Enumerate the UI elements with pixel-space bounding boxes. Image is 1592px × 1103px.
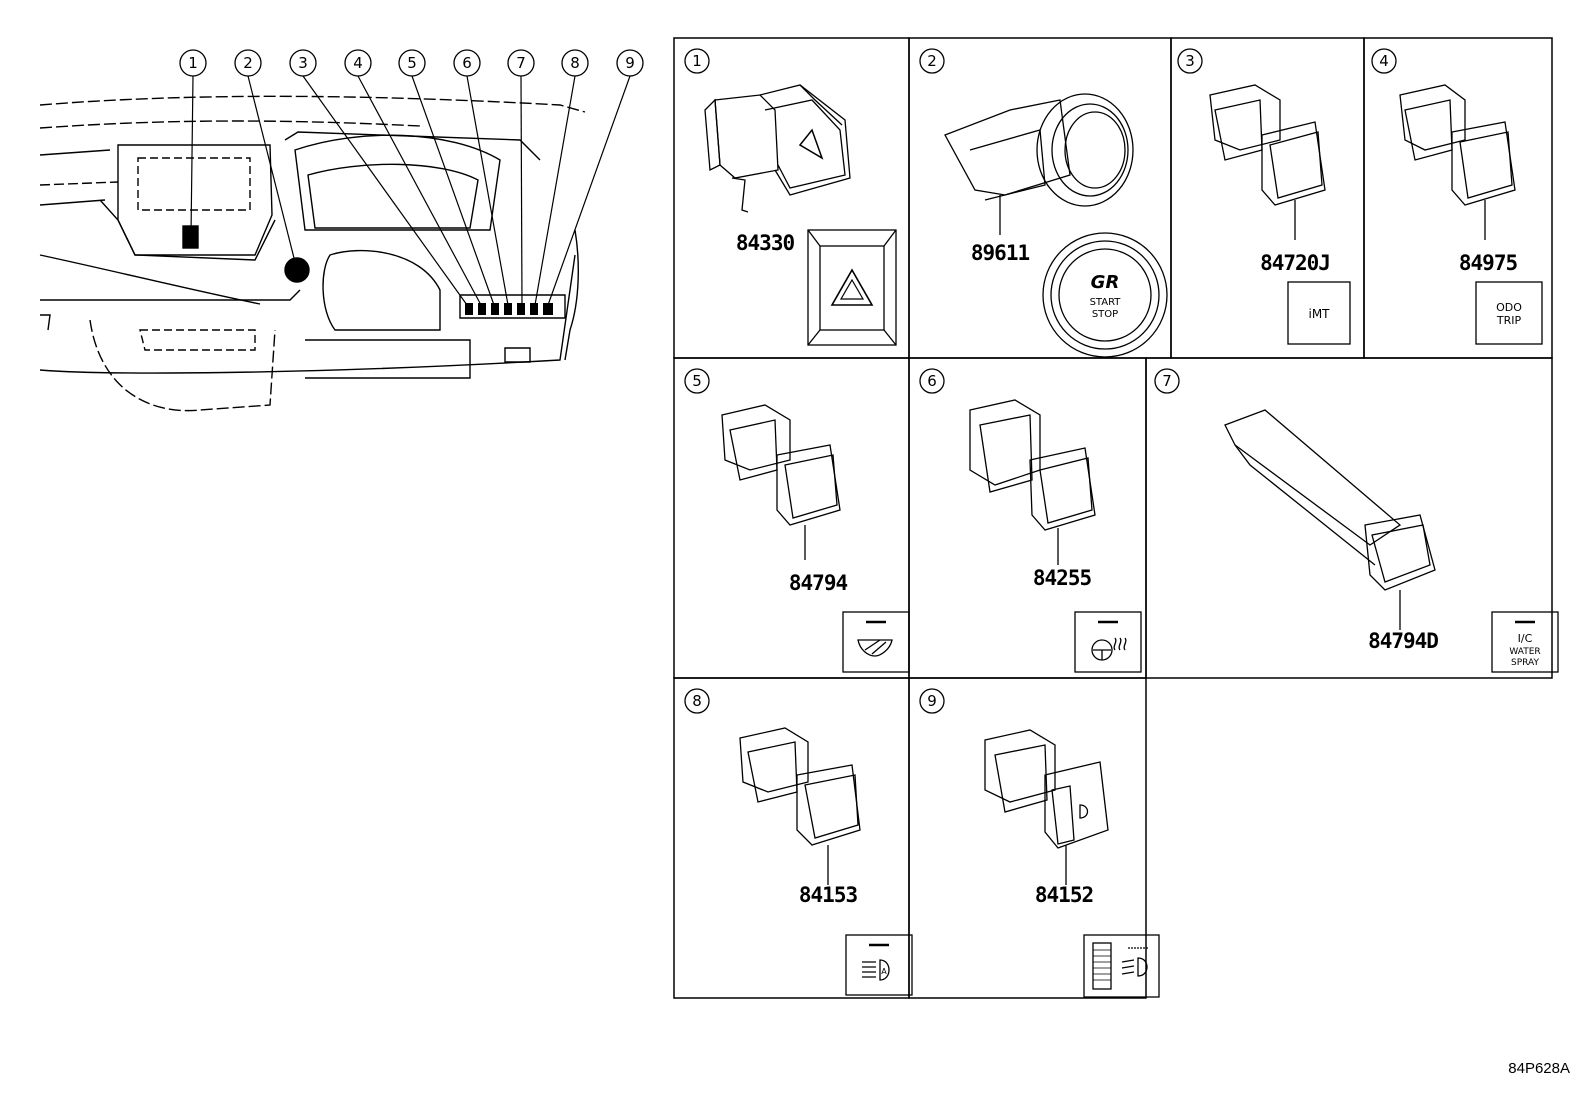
callout-leaders [190,75,631,306]
part-number-2: 89611 [971,241,1030,265]
panel-number-9: 9 [919,688,945,714]
spray-label: SPRAY [1511,658,1539,668]
panel-number-5: 5 [684,368,710,394]
callout-2: 2 [234,49,262,77]
part-number-1: 84330 [736,231,795,255]
panel-number-label: 9 [927,692,937,710]
panel-number-label: 8 [692,692,702,710]
stop-label: STOP [1092,309,1118,320]
callout-9: 9 [616,49,644,77]
part-number-9: 84152 [1035,883,1093,907]
callout-6: 6 [453,49,481,77]
callout-label: 2 [243,54,253,72]
callout-label: 7 [516,54,526,72]
part-number-6: 84255 [1033,566,1092,590]
panel-number-label: 2 [927,52,937,70]
water-label: WATER [1509,647,1540,657]
steering-heater-switch-drawing [969,399,1142,673]
panel-numbers: 1 2 3 4 5 6 7 8 9 [684,48,1397,714]
part-number-3: 84720J [1260,251,1330,275]
panel-number-7: 7 [1154,368,1180,394]
ic-label: I/C [1518,632,1533,645]
ic-spray-switch-drawing [1224,409,1559,673]
dashboard-overview [39,95,586,412]
callout-4: 4 [344,49,372,77]
panel-number-label: 3 [1185,52,1195,70]
panel-number-1: 1 [684,48,710,74]
panel-number-label: 4 [1379,52,1389,70]
callout-numbers: 1 2 3 4 5 6 7 8 9 [179,49,644,77]
gr-logo: GR [1091,272,1120,293]
callout-8: 8 [561,49,589,77]
panel-number-8: 8 [684,688,710,714]
callout-7: 7 [507,49,535,77]
hazard-switch-drawing [704,84,897,346]
callout-label: 3 [298,54,308,72]
wiper-deicer-switch-drawing [721,404,910,673]
callout-5: 5 [398,49,426,77]
callout-label: 1 [188,54,198,72]
callout-label: 8 [570,54,580,72]
start-button-drawing [944,93,1168,358]
part-number-8: 84153 [799,883,858,907]
part-number-7: 84794D [1368,629,1438,653]
callout-label: 4 [353,54,363,72]
callout-1: 1 [179,49,207,77]
part-number-5: 84794 [789,571,848,595]
callout-label: 9 [625,54,635,72]
part-number-4: 84975 [1459,251,1518,275]
odo-label: ODO [1496,301,1522,314]
callout-label: 5 [407,54,417,72]
imt-label: iMT [1308,307,1330,321]
imt-switch-drawing [1209,84,1351,345]
callout-3: 3 [289,49,317,77]
panel-number-label: 5 [692,372,702,390]
panel-number-6: 6 [919,368,945,394]
headlight-leveling-switch-drawing [984,729,1160,998]
panel-number-3: 3 [1177,48,1203,74]
start-label: START [1090,297,1122,308]
callout-label: 6 [462,54,472,72]
trip-label: TRIP [1496,314,1522,327]
panel-number-label: 1 [692,52,702,70]
panel-number-2: 2 [919,48,945,74]
panel-number-4: 4 [1371,48,1397,74]
auto-headlight-switch-drawing [739,727,913,996]
odo-switch-drawing [1399,84,1543,345]
panel-number-label: 7 [1162,372,1172,390]
parts-grid [673,37,1553,999]
panel-number-label: 6 [927,372,937,390]
auto-a-glyph: A [881,967,887,976]
diagram-reference-code: 84P628A [1508,1060,1570,1077]
